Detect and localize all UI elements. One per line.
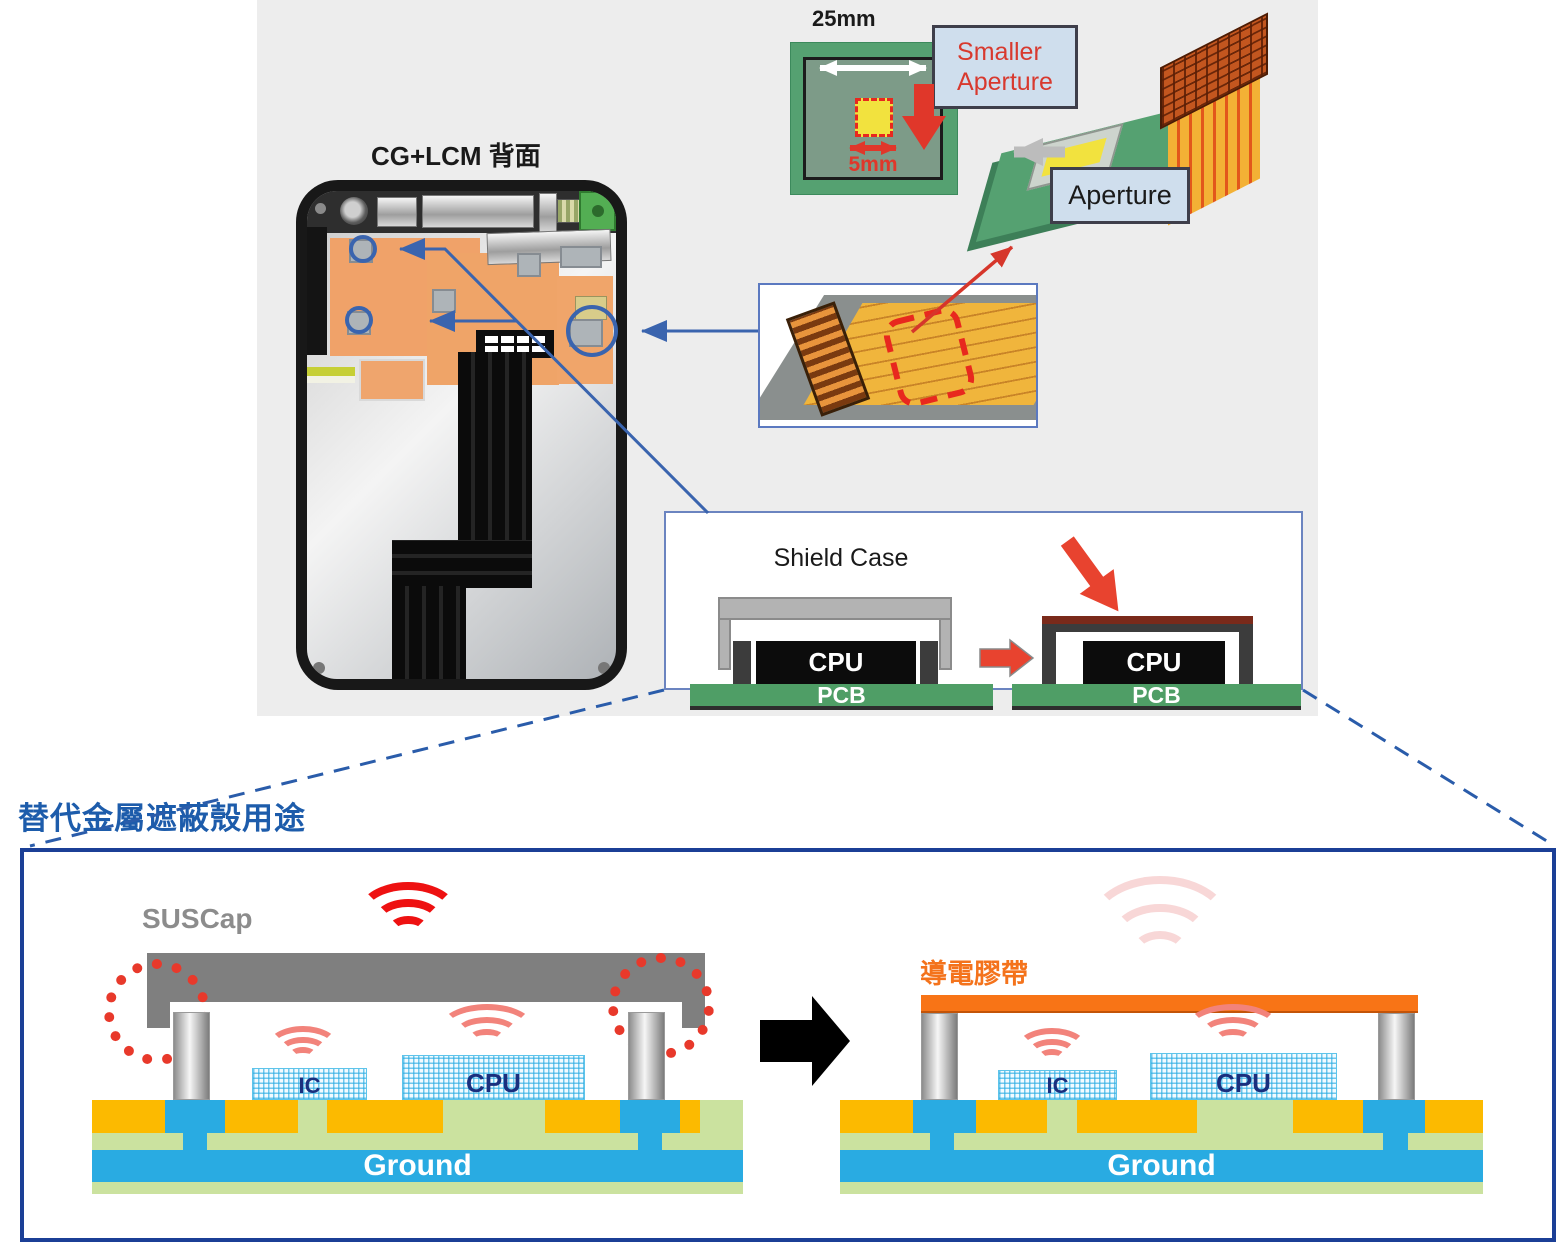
ic-chip: IC xyxy=(252,1068,367,1100)
flex-cable xyxy=(458,352,532,542)
highlight-circle-large xyxy=(566,305,618,357)
dimension-5mm: 5mm xyxy=(848,153,898,176)
ground-post xyxy=(921,1013,958,1100)
section-title: 替代金屬遮蔽殼用途 xyxy=(18,801,306,836)
pcb-via xyxy=(1363,1100,1425,1133)
emi-source-icon xyxy=(1016,1028,1088,1070)
chrome-part xyxy=(422,195,534,228)
flex-tab xyxy=(359,359,425,401)
tape-frame-side xyxy=(1239,624,1253,684)
pcb-bar: PCB xyxy=(690,682,993,710)
ic-chip: IC xyxy=(998,1070,1117,1100)
screw-icon xyxy=(313,662,325,674)
pcb-via-stub xyxy=(638,1133,662,1150)
pcb-gap xyxy=(1197,1100,1293,1133)
shield-foot xyxy=(733,641,751,684)
chrome-part xyxy=(539,193,557,233)
ground-post xyxy=(1378,1013,1415,1100)
smaller-aperture-line2: Aperture xyxy=(957,68,1053,96)
tape-frame-top xyxy=(1042,624,1253,632)
pcb-via xyxy=(913,1100,976,1133)
aperture-opening xyxy=(855,98,893,137)
cpu-block: CPU xyxy=(756,641,916,684)
ground-post xyxy=(173,1012,210,1100)
pcb-via-stub xyxy=(930,1133,954,1150)
cpu-chip: CPU xyxy=(1150,1053,1337,1100)
pcb-gap xyxy=(1047,1100,1077,1133)
component-square xyxy=(432,289,456,313)
tape-label: 導電膠帶 xyxy=(920,959,1028,989)
emi-leak-icon xyxy=(356,882,460,950)
smaller-aperture-line1: Smaller xyxy=(957,38,1042,66)
pcb-mid-layer xyxy=(840,1133,1483,1150)
ground-plane: Ground xyxy=(840,1149,1483,1182)
emi-source-icon xyxy=(439,1004,535,1054)
component-square xyxy=(517,253,541,277)
ground-post xyxy=(628,1012,665,1100)
cpu-chip: CPU xyxy=(402,1055,585,1100)
emi-leak-faint-icon xyxy=(1085,876,1235,986)
pcb-via-stub xyxy=(1383,1133,1408,1150)
component-square xyxy=(560,246,602,268)
shield-case-title: Shield Case xyxy=(773,544,909,572)
black-strip xyxy=(307,227,327,355)
pcb-gap xyxy=(700,1100,743,1133)
metal-shield-side xyxy=(718,618,731,670)
suscap-label: SUSCap xyxy=(142,903,253,934)
cpu-block: CPU xyxy=(1083,641,1225,684)
emi-source-icon xyxy=(1185,1004,1281,1054)
flex-photo-box xyxy=(758,283,1038,428)
highlight-circle-2 xyxy=(345,306,373,334)
smaller-aperture-label: Smaller Aperture xyxy=(932,25,1078,109)
camera-icon xyxy=(340,197,368,225)
aperture-label: Aperture xyxy=(1050,167,1190,224)
pcb-via xyxy=(620,1100,680,1133)
screw-icon xyxy=(598,662,610,674)
emi-source-icon xyxy=(267,1026,339,1068)
pcb-via-stub xyxy=(183,1133,207,1150)
pcb-mid-layer xyxy=(92,1133,743,1150)
shield-foot xyxy=(920,641,938,684)
screw-icon xyxy=(315,203,326,214)
phone-back-label: CG+LCM 背面 xyxy=(371,141,541,171)
zoom-connector-right xyxy=(1302,688,1551,845)
tape-frame-side xyxy=(1042,624,1056,684)
pcb-gap xyxy=(443,1100,545,1133)
phone-interior xyxy=(307,191,616,679)
pcb-bottom-layer xyxy=(840,1182,1483,1194)
metal-shield-top xyxy=(718,597,952,620)
green-pcb-corner xyxy=(579,191,616,231)
pcb-gap xyxy=(298,1100,327,1133)
pcb-bar: PCB xyxy=(1012,682,1301,710)
highlight-circle-1 xyxy=(349,235,377,263)
conductive-tape-line xyxy=(1042,616,1253,624)
aperture-label-text: Aperture xyxy=(1068,180,1172,210)
pcb-via xyxy=(165,1100,225,1133)
chrome-part xyxy=(377,197,417,227)
metal-shield-side xyxy=(939,618,952,670)
label-strip xyxy=(307,367,355,383)
ground-plane: Ground xyxy=(92,1149,743,1182)
conductive-tape xyxy=(921,995,1418,1013)
dimension-25mm: 25mm xyxy=(812,6,876,31)
flex-cable xyxy=(392,586,466,679)
flex-cable xyxy=(392,540,532,588)
pcb-bottom-layer xyxy=(92,1182,743,1194)
